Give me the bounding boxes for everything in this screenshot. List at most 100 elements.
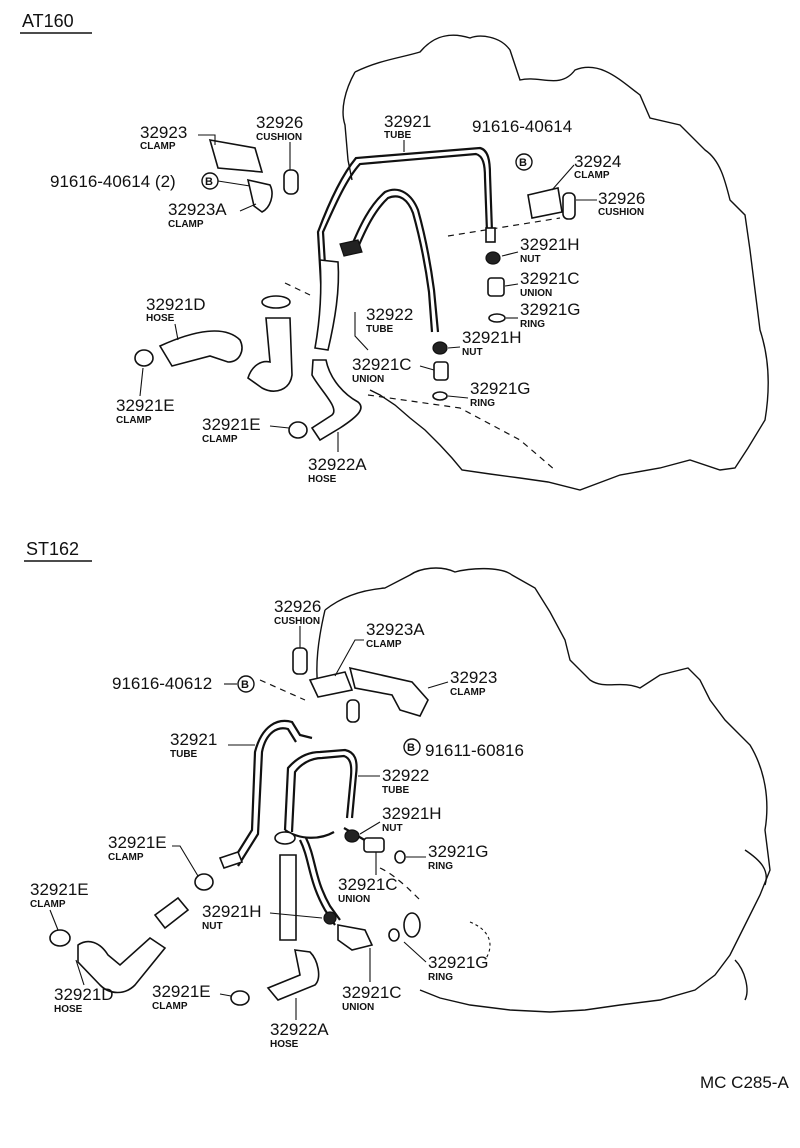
label-32924-clamp: 32924 CLAMP (551, 152, 621, 191)
label-32921g-ring-b1: 32921G RING (406, 842, 489, 872)
svg-text:B: B (205, 176, 213, 188)
svg-text:CLAMP: CLAMP (450, 687, 486, 698)
label-32923a-clamp: 32923A CLAMP (168, 200, 257, 230)
svg-text:HOSE: HOSE (270, 1039, 299, 1050)
label-32921g-ring: 32921G RING (506, 300, 581, 330)
label-32923-clamp: 32923 CLAMP (140, 123, 216, 152)
svg-text:NUT: NUT (202, 921, 223, 932)
svg-text:32921H: 32921H (520, 235, 580, 254)
svg-text:TUBE: TUBE (366, 324, 394, 335)
bolt-icon: B (201, 172, 219, 190)
transmission-outline-bottom (259, 567, 771, 1013)
svg-text:32923: 32923 (140, 123, 187, 142)
svg-text:CLAMP: CLAMP (168, 219, 204, 230)
label-32922a-hose-b: 32922A HOSE (270, 998, 329, 1050)
label-32921c-union: 32921C UNION (504, 269, 580, 299)
svg-text:RING: RING (428, 972, 453, 983)
svg-text:32922: 32922 (382, 766, 429, 785)
transmission-outline-top (284, 34, 769, 491)
label-91611-60816: 91611-60816 (425, 741, 524, 760)
label-32921e-clamp-left: 32921E CLAMP (116, 367, 175, 426)
svg-text:CLAMP: CLAMP (574, 170, 610, 181)
label-32921e-clamp-b2: 32921E CLAMP (30, 880, 89, 931)
section-title-bottom: ST162 (26, 539, 79, 559)
bolt-icon: B (515, 153, 533, 171)
svg-text:32922A: 32922A (308, 455, 367, 474)
label-32921h-nut-b: 32921H NUT (359, 804, 442, 835)
label-32921e-clamp-mid: 32921E CLAMP (202, 415, 290, 445)
label-32926-cushion-right: 32926 CUSHION (576, 189, 645, 218)
svg-text:32921C: 32921C (338, 875, 398, 894)
svg-text:32921H: 32921H (462, 328, 522, 347)
label-32922-tube: 32922 TUBE (354, 305, 413, 351)
svg-text:TUBE: TUBE (382, 785, 410, 796)
svg-text:32923A: 32923A (366, 620, 425, 639)
svg-text:32921E: 32921E (116, 396, 175, 415)
svg-text:UNION: UNION (342, 1002, 374, 1013)
svg-text:32922A: 32922A (270, 1020, 329, 1039)
svg-text:91616-40612: 91616-40612 (112, 674, 212, 693)
hose-32921d-top (158, 317, 293, 392)
label-32921d-hose: 32921D HOSE (146, 295, 206, 341)
svg-text:RING: RING (470, 398, 495, 409)
svg-text:NUT: NUT (520, 254, 541, 265)
label-32921c-union-b1: 32921C UNION (338, 852, 398, 905)
svg-text:32921E: 32921E (108, 833, 167, 852)
svg-text:B: B (407, 742, 415, 754)
footer-code: MC C285-A (700, 1073, 789, 1092)
label-32923a-clamp-b: 32923A CLAMP (334, 620, 425, 677)
label-32921-tube-b: 32921 TUBE (170, 730, 255, 760)
svg-text:CUSHION: CUSHION (274, 616, 320, 627)
svg-text:32921C: 32921C (520, 269, 580, 288)
clamps-bottom (49, 647, 429, 1006)
svg-text:NUT: NUT (462, 347, 483, 358)
svg-text:32926: 32926 (256, 113, 303, 132)
svg-text:CUSHION: CUSHION (598, 207, 644, 218)
svg-text:32921G: 32921G (470, 379, 531, 398)
label-32921c-union-2: 32921C UNION (352, 355, 435, 385)
svg-text:32921E: 32921E (30, 880, 89, 899)
fittings-top (432, 251, 506, 401)
svg-text:32921C: 32921C (352, 355, 412, 374)
svg-text:RING: RING (428, 861, 453, 872)
label-32921g-ring-b2: 32921G RING (403, 941, 489, 983)
svg-text:32921E: 32921E (202, 415, 261, 434)
svg-text:32924: 32924 (574, 152, 621, 171)
svg-text:CLAMP: CLAMP (202, 434, 238, 445)
label-32921e-clamp-b3: 32921E CLAMP (152, 982, 232, 1012)
svg-text:32926: 32926 (274, 597, 321, 616)
fittings-bottom (323, 829, 421, 951)
svg-text:CLAMP: CLAMP (152, 1001, 188, 1012)
svg-text:32926: 32926 (598, 189, 645, 208)
label-32921g-ring-2: 32921G RING (447, 379, 531, 409)
tube-32922-top (348, 188, 440, 333)
bolt-icon: B (237, 675, 255, 693)
tube-32921-top (316, 146, 496, 301)
label-32922-tube-b: 32922 TUBE (358, 766, 429, 796)
label-91616-40612: 91616-40612 (112, 674, 237, 693)
svg-text:UNION: UNION (520, 288, 552, 299)
svg-text:32921C: 32921C (342, 983, 402, 1002)
label-32922a-hose: 32922A HOSE (308, 432, 367, 485)
svg-text:32921G: 32921G (428, 953, 489, 972)
svg-text:91616-40614: 91616-40614 (472, 117, 572, 136)
svg-text:32922: 32922 (366, 305, 413, 324)
svg-text:32921G: 32921G (428, 842, 489, 861)
svg-text:B: B (519, 157, 527, 169)
svg-text:32923A: 32923A (168, 200, 227, 219)
svg-text:32921H: 32921H (382, 804, 442, 823)
svg-text:CLAMP: CLAMP (140, 141, 176, 152)
label-32921e-clamp-b1: 32921E CLAMP (108, 833, 199, 877)
hose-32921d-bottom (77, 896, 190, 994)
hose-32922a-bottom (266, 854, 320, 1001)
label-32921-tube: 32921 TUBE (384, 112, 431, 152)
label-32921h-nut-b2: 32921H NUT (202, 902, 323, 932)
svg-text:CLAMP: CLAMP (30, 899, 66, 910)
label-32926-cushion-b: 32926 CUSHION (274, 597, 321, 648)
bolt-icon: B (403, 738, 421, 756)
label-32923-clamp-b: 32923 CLAMP (427, 668, 497, 698)
svg-text:91611-60816: 91611-60816 (425, 741, 524, 760)
label-32926-cushion: 32926 CUSHION (256, 113, 303, 170)
svg-text:HOSE: HOSE (146, 313, 175, 324)
